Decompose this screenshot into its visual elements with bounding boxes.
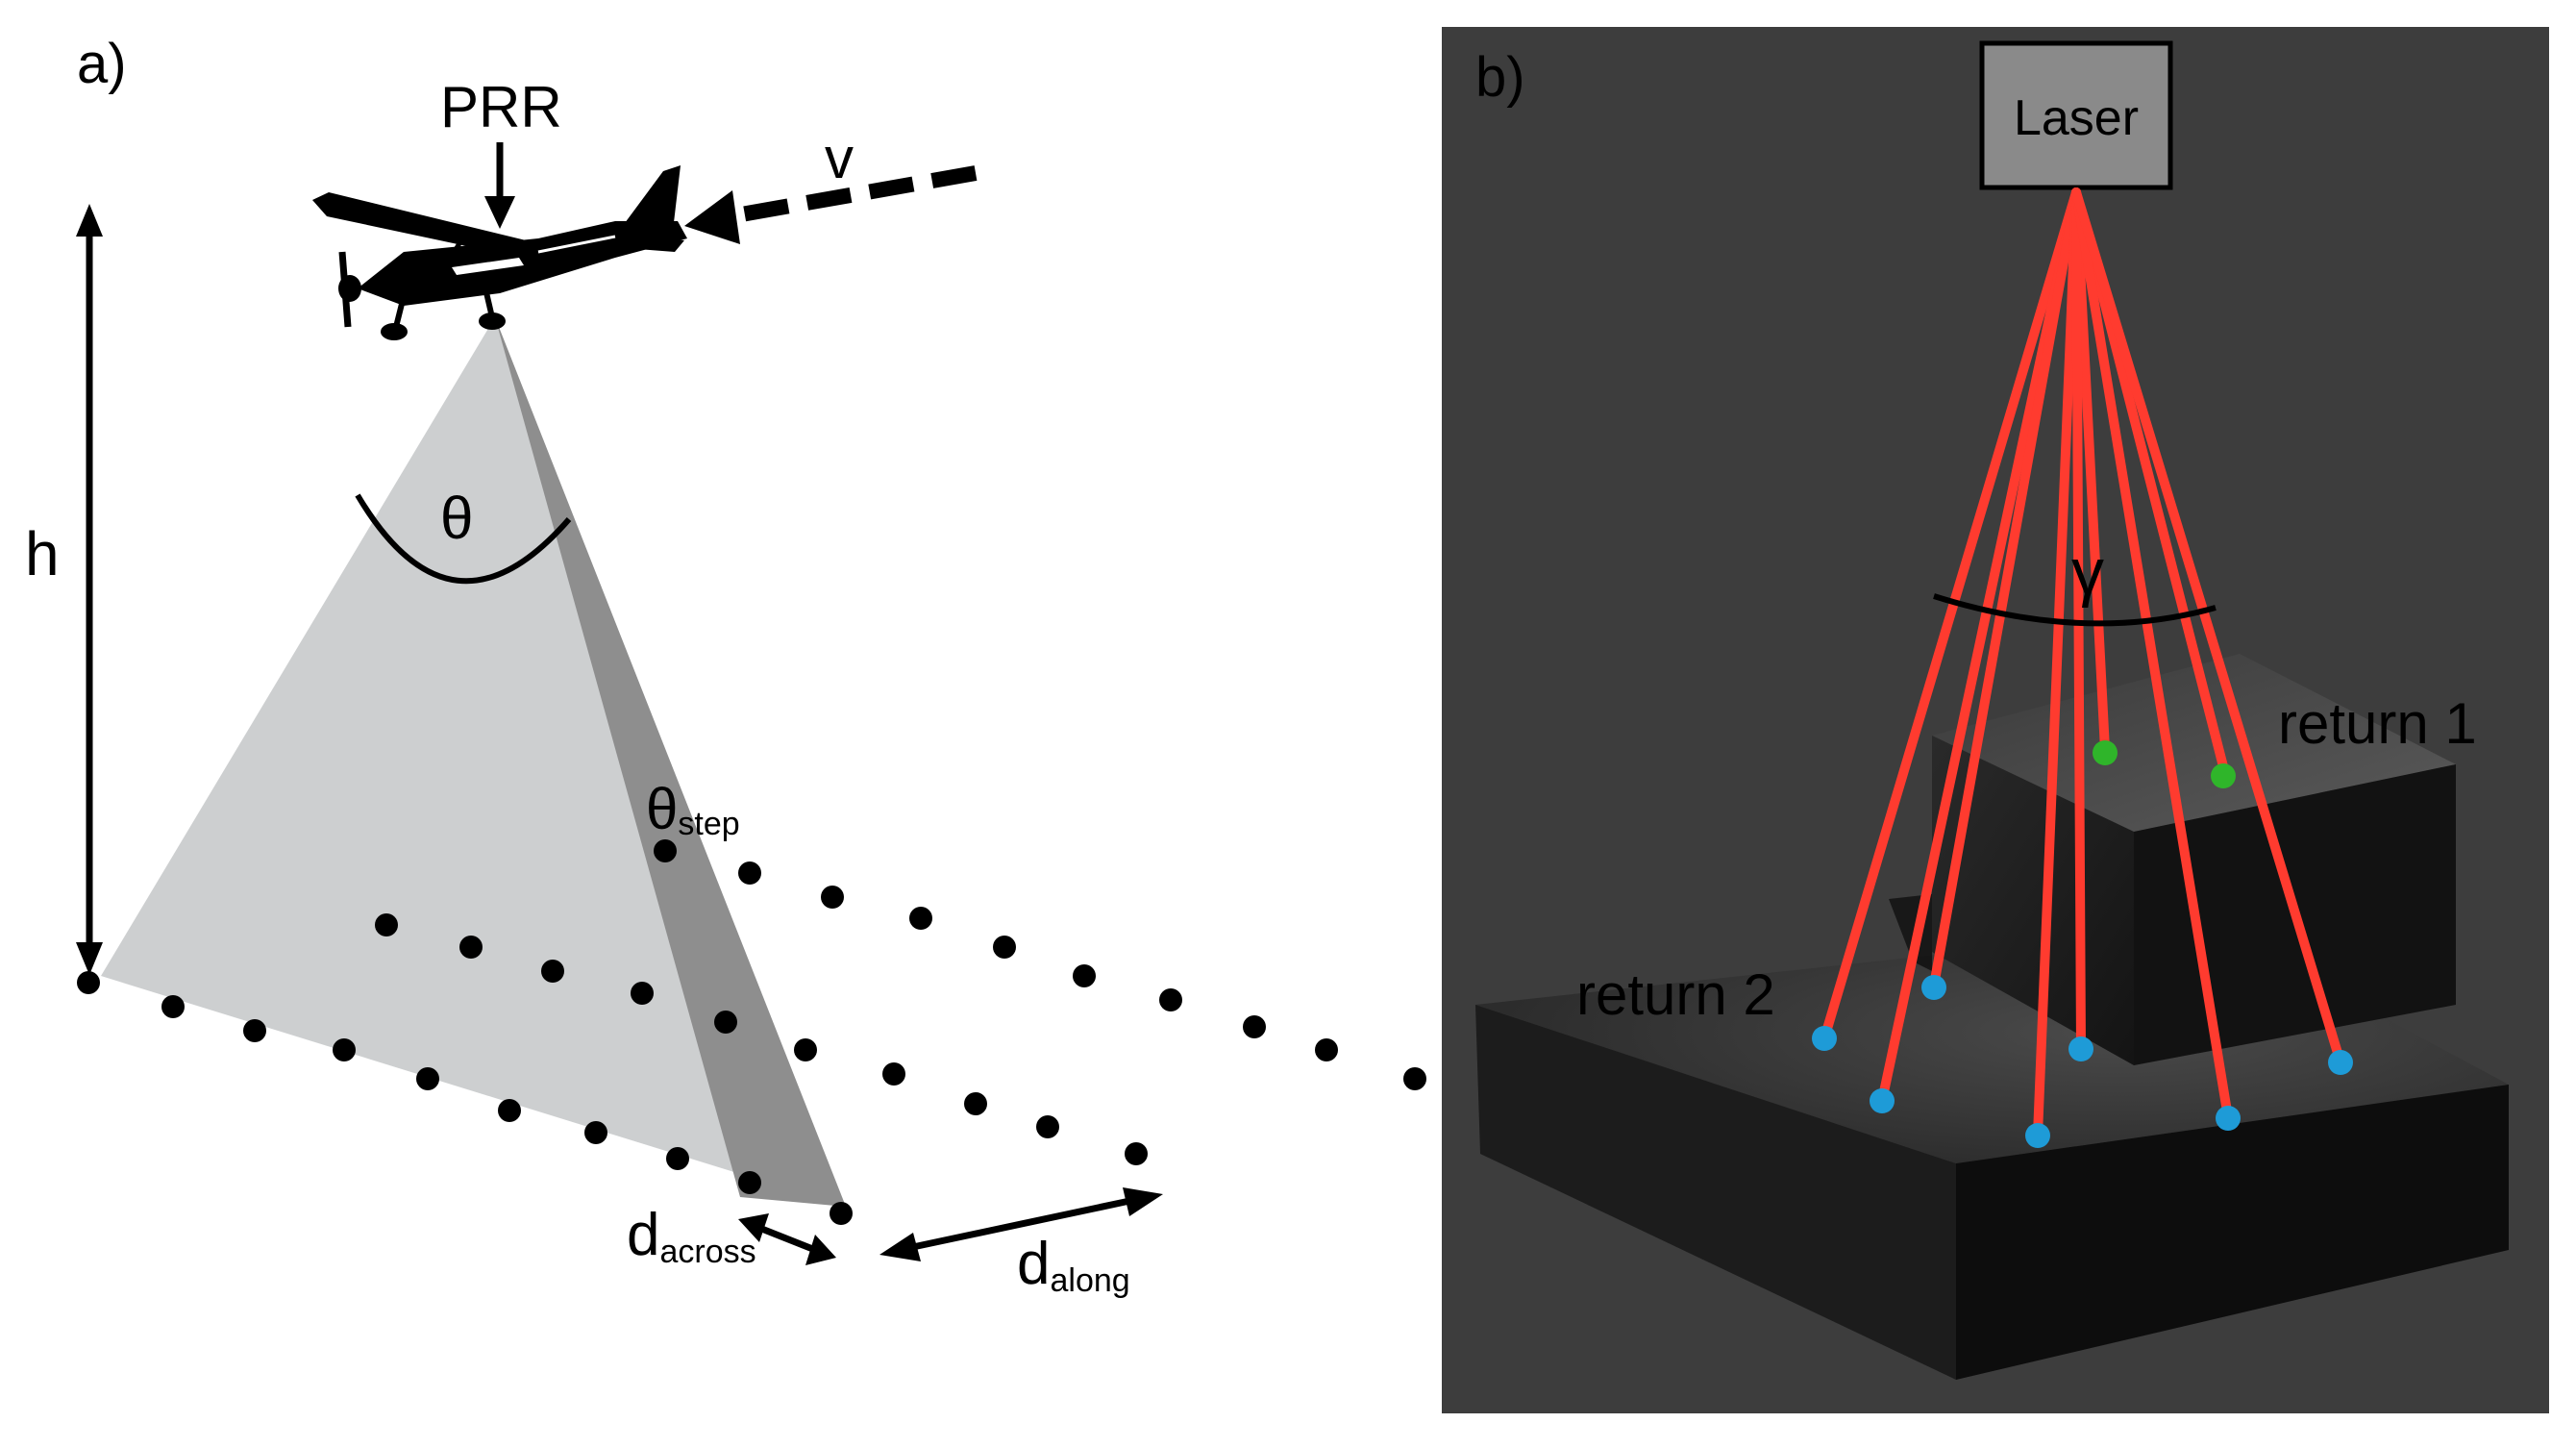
height-label: h	[25, 519, 60, 588]
return-1-point	[2211, 763, 2236, 788]
footprint-dot	[459, 936, 483, 959]
airplane-silhouette-icon	[312, 165, 687, 340]
d-along-arrow	[879, 1187, 1163, 1261]
panel-b: b) Laser	[1442, 27, 2549, 1413]
return-1-label: return 1	[2278, 691, 2477, 756]
footprint-dot	[498, 1099, 521, 1122]
height-arrow	[76, 204, 103, 975]
d-along-main: d	[1017, 1231, 1050, 1297]
return-2-point	[2025, 1123, 2050, 1148]
footprint-dot	[909, 907, 932, 930]
footprint-dot	[964, 1092, 987, 1115]
footprint-dot	[416, 1067, 439, 1090]
theta-step-main: θ	[646, 777, 678, 841]
footprint-dot	[77, 971, 100, 994]
velocity-arrow	[684, 165, 978, 244]
footprint-dot	[882, 1062, 905, 1086]
footprint-dot	[1315, 1038, 1338, 1061]
footprint-dot	[738, 861, 761, 885]
footprint-dot	[333, 1038, 356, 1061]
laser-beam	[2071, 187, 2233, 1122]
footprint-dot	[243, 1019, 266, 1042]
scan-fan-face	[101, 317, 846, 1207]
prr-label: PRR	[440, 75, 562, 139]
d-across-main: d	[627, 1202, 659, 1268]
footprint-dot	[584, 1121, 607, 1144]
footprint-dot	[654, 839, 677, 862]
footprint-dot	[738, 1171, 761, 1194]
return-2-label: return 2	[1576, 962, 1775, 1027]
theta-arc	[355, 493, 572, 585]
footprint-dot	[794, 1038, 817, 1061]
gamma-arc	[1933, 593, 2217, 627]
footprint-dot	[1403, 1067, 1426, 1090]
theta-step-sub: step	[678, 806, 739, 842]
footprint-dots	[77, 839, 1426, 1225]
footprint-dot	[1243, 1015, 1266, 1038]
return-2-point	[1812, 1026, 1837, 1051]
panel-a-label: a)	[77, 33, 127, 95]
return-2-points	[1812, 975, 2353, 1148]
laser-beam	[1929, 187, 2081, 990]
footprint-dot	[993, 936, 1016, 959]
laser-label: Laser	[2014, 90, 2139, 146]
return-1-points	[2093, 740, 2236, 788]
d-across-label: dacross	[627, 1202, 756, 1270]
return-2-point	[2068, 1036, 2093, 1061]
d-along-label: dalong	[1017, 1231, 1130, 1299]
footprint-dot	[1125, 1142, 1148, 1165]
return-1-point	[2093, 740, 2118, 765]
laser-beam	[2071, 187, 2345, 1067]
laser-beam	[2033, 187, 2081, 1139]
theta-label: θ	[440, 486, 473, 552]
footprint-dot	[161, 995, 185, 1018]
footprint-dot	[666, 1147, 689, 1170]
footprint-dot	[1036, 1115, 1059, 1138]
laser-beam	[1820, 187, 2081, 1043]
laser-source: Laser	[1979, 40, 2173, 190]
return-2-point	[2216, 1106, 2241, 1131]
footprint-dot	[1073, 964, 1096, 987]
prr-arrow	[484, 142, 515, 229]
return-2-point	[1870, 1088, 1895, 1113]
footprint-dot	[375, 913, 398, 936]
scan-fan-side	[495, 317, 846, 1207]
theta-step-label: θstep	[646, 777, 740, 842]
d-across-arrow	[738, 1213, 836, 1265]
footprint-dot	[830, 1202, 853, 1225]
footprint-dot	[714, 1011, 737, 1034]
footprint-dot	[631, 982, 654, 1005]
return-2-point	[2328, 1050, 2353, 1075]
d-along-sub: along	[1050, 1262, 1129, 1299]
d-across-sub: across	[659, 1234, 755, 1270]
panel-a: a) θ h PRR v	[25, 33, 1426, 1299]
laser-beam	[1877, 187, 2081, 1106]
footprint-dot	[541, 960, 564, 983]
panel-b-label: b)	[1475, 46, 1525, 109]
gamma-label: γ	[2071, 536, 2104, 609]
footprint-dot	[821, 886, 844, 909]
return-2-point	[1921, 975, 1946, 1000]
laser-beams	[1820, 187, 2345, 1139]
velocity-label: v	[825, 126, 854, 190]
footprint-dot	[1159, 988, 1182, 1011]
